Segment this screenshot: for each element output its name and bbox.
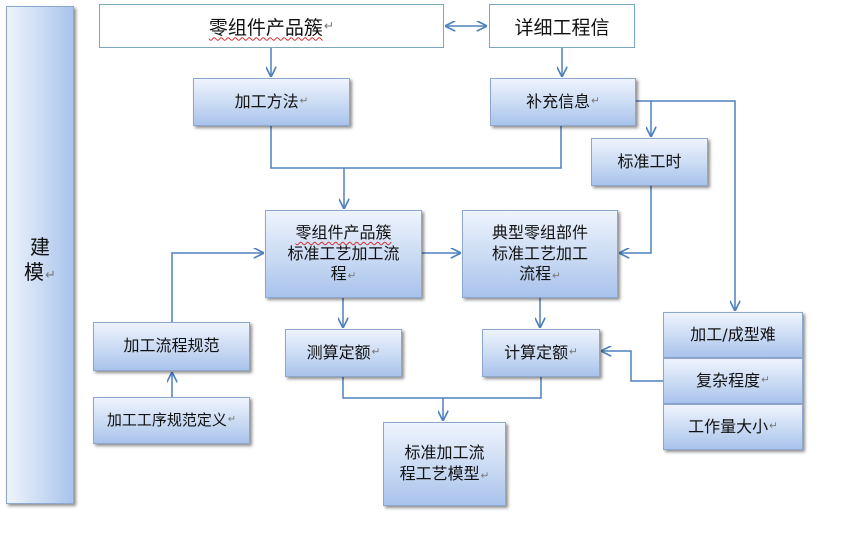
modeling-label-char-2: 模 bbox=[24, 260, 45, 284]
paragraph-mark-icon: ↵ bbox=[45, 268, 56, 283]
typical-process-line-1: 典型零组部件 bbox=[491, 222, 588, 242]
factor-complexity-label: 复杂程度 bbox=[696, 370, 761, 390]
line-quotas-merge bbox=[342, 377, 542, 399]
standard-hours-box: 标准工时 bbox=[591, 138, 708, 186]
family-process-line-2: 标准工艺加工流 bbox=[287, 243, 400, 263]
paragraph-mark-icon: ↵ bbox=[761, 374, 770, 387]
factor-workload-label: 工作量大小 bbox=[688, 416, 769, 436]
machining-method-box: 加工方法↵ bbox=[193, 78, 350, 126]
paragraph-mark-icon: ↵ bbox=[323, 19, 335, 33]
standard-hours-label: 标准工时 bbox=[617, 151, 682, 171]
measure-quota-box: 测算定额↵ bbox=[285, 329, 402, 377]
factor-complexity-box: 复杂程度↵ bbox=[663, 358, 803, 404]
measure-quota-label: 测算定额 bbox=[306, 342, 371, 362]
factor-workload-box: 工作量大小↵ bbox=[663, 404, 803, 450]
factor-difficulty-label: 加工/成型难 bbox=[690, 324, 776, 344]
factor-difficulty-box: 加工/成型难 bbox=[663, 312, 803, 358]
modeling-side-bar: 建 模↵ bbox=[6, 6, 74, 504]
family-process-line-1: 零组件产品簇 bbox=[295, 222, 392, 242]
standard-process-model-box: 标准加工流 程工艺模型↵ bbox=[383, 422, 506, 506]
product-family-label: 零组件产品簇 bbox=[208, 16, 323, 39]
product-family-box: 零组件产品簇↵ bbox=[99, 4, 444, 48]
paragraph-mark-icon: ↵ bbox=[769, 420, 778, 433]
modeling-label: 建 模↵ bbox=[7, 235, 73, 285]
typical-process-line-3: 流程 bbox=[519, 264, 552, 284]
process-step-spec-label: 加工工序规范定义 bbox=[106, 410, 227, 429]
supplement-info-label: 补充信息 bbox=[526, 91, 591, 111]
process-flow-spec-label: 加工流程规范 bbox=[123, 336, 220, 356]
process-step-spec-box: 加工工序规范定义↵ bbox=[93, 397, 250, 444]
paragraph-mark-icon: ↵ bbox=[591, 95, 600, 108]
family-process-line-3: 程 bbox=[330, 264, 347, 284]
modeling-label-char-1: 建 bbox=[30, 235, 50, 259]
arrow-supplement-factors bbox=[651, 100, 735, 310]
paragraph-mark-icon: ↵ bbox=[227, 414, 237, 426]
process-flow-spec-box: 加工流程规范 bbox=[93, 322, 250, 371]
typical-standard-process-box: 典型零组部件 标准工艺加工 流程↵ bbox=[462, 210, 618, 298]
calculate-quota-box: 计算定额↵ bbox=[482, 329, 600, 377]
paragraph-mark-icon: ↵ bbox=[371, 346, 381, 359]
paragraph-mark-icon: ↵ bbox=[552, 270, 561, 283]
calculate-quota-label: 计算定额 bbox=[504, 342, 569, 362]
family-standard-process-box: 零组件产品簇 标准工艺加工流 程↵ bbox=[265, 210, 422, 298]
paragraph-mark-icon: ↵ bbox=[569, 346, 578, 359]
paragraph-mark-icon: ↵ bbox=[347, 270, 357, 283]
arrow-supplement-std-hours bbox=[636, 100, 651, 136]
machining-method-label: 加工方法 bbox=[234, 91, 299, 111]
arrow-std-hours-typical bbox=[620, 186, 652, 253]
typical-process-line-2: 标准工艺加工 bbox=[491, 243, 588, 263]
arrow-factors-calc bbox=[602, 351, 663, 382]
detail-engineering-label: 详细工程信 bbox=[514, 16, 610, 39]
arrow-flow-spec-family bbox=[171, 253, 263, 322]
model-line-1: 标准加工流 bbox=[404, 443, 485, 463]
detail-engineering-box: 详细工程信 bbox=[489, 4, 635, 48]
line-methods-merge bbox=[270, 126, 562, 169]
paragraph-mark-icon: ↵ bbox=[299, 95, 309, 108]
model-line-2: 程工艺模型 bbox=[399, 464, 480, 483]
paragraph-mark-icon: ↵ bbox=[480, 470, 490, 482]
supplement-info-box: 补充信息↵ bbox=[490, 78, 636, 126]
